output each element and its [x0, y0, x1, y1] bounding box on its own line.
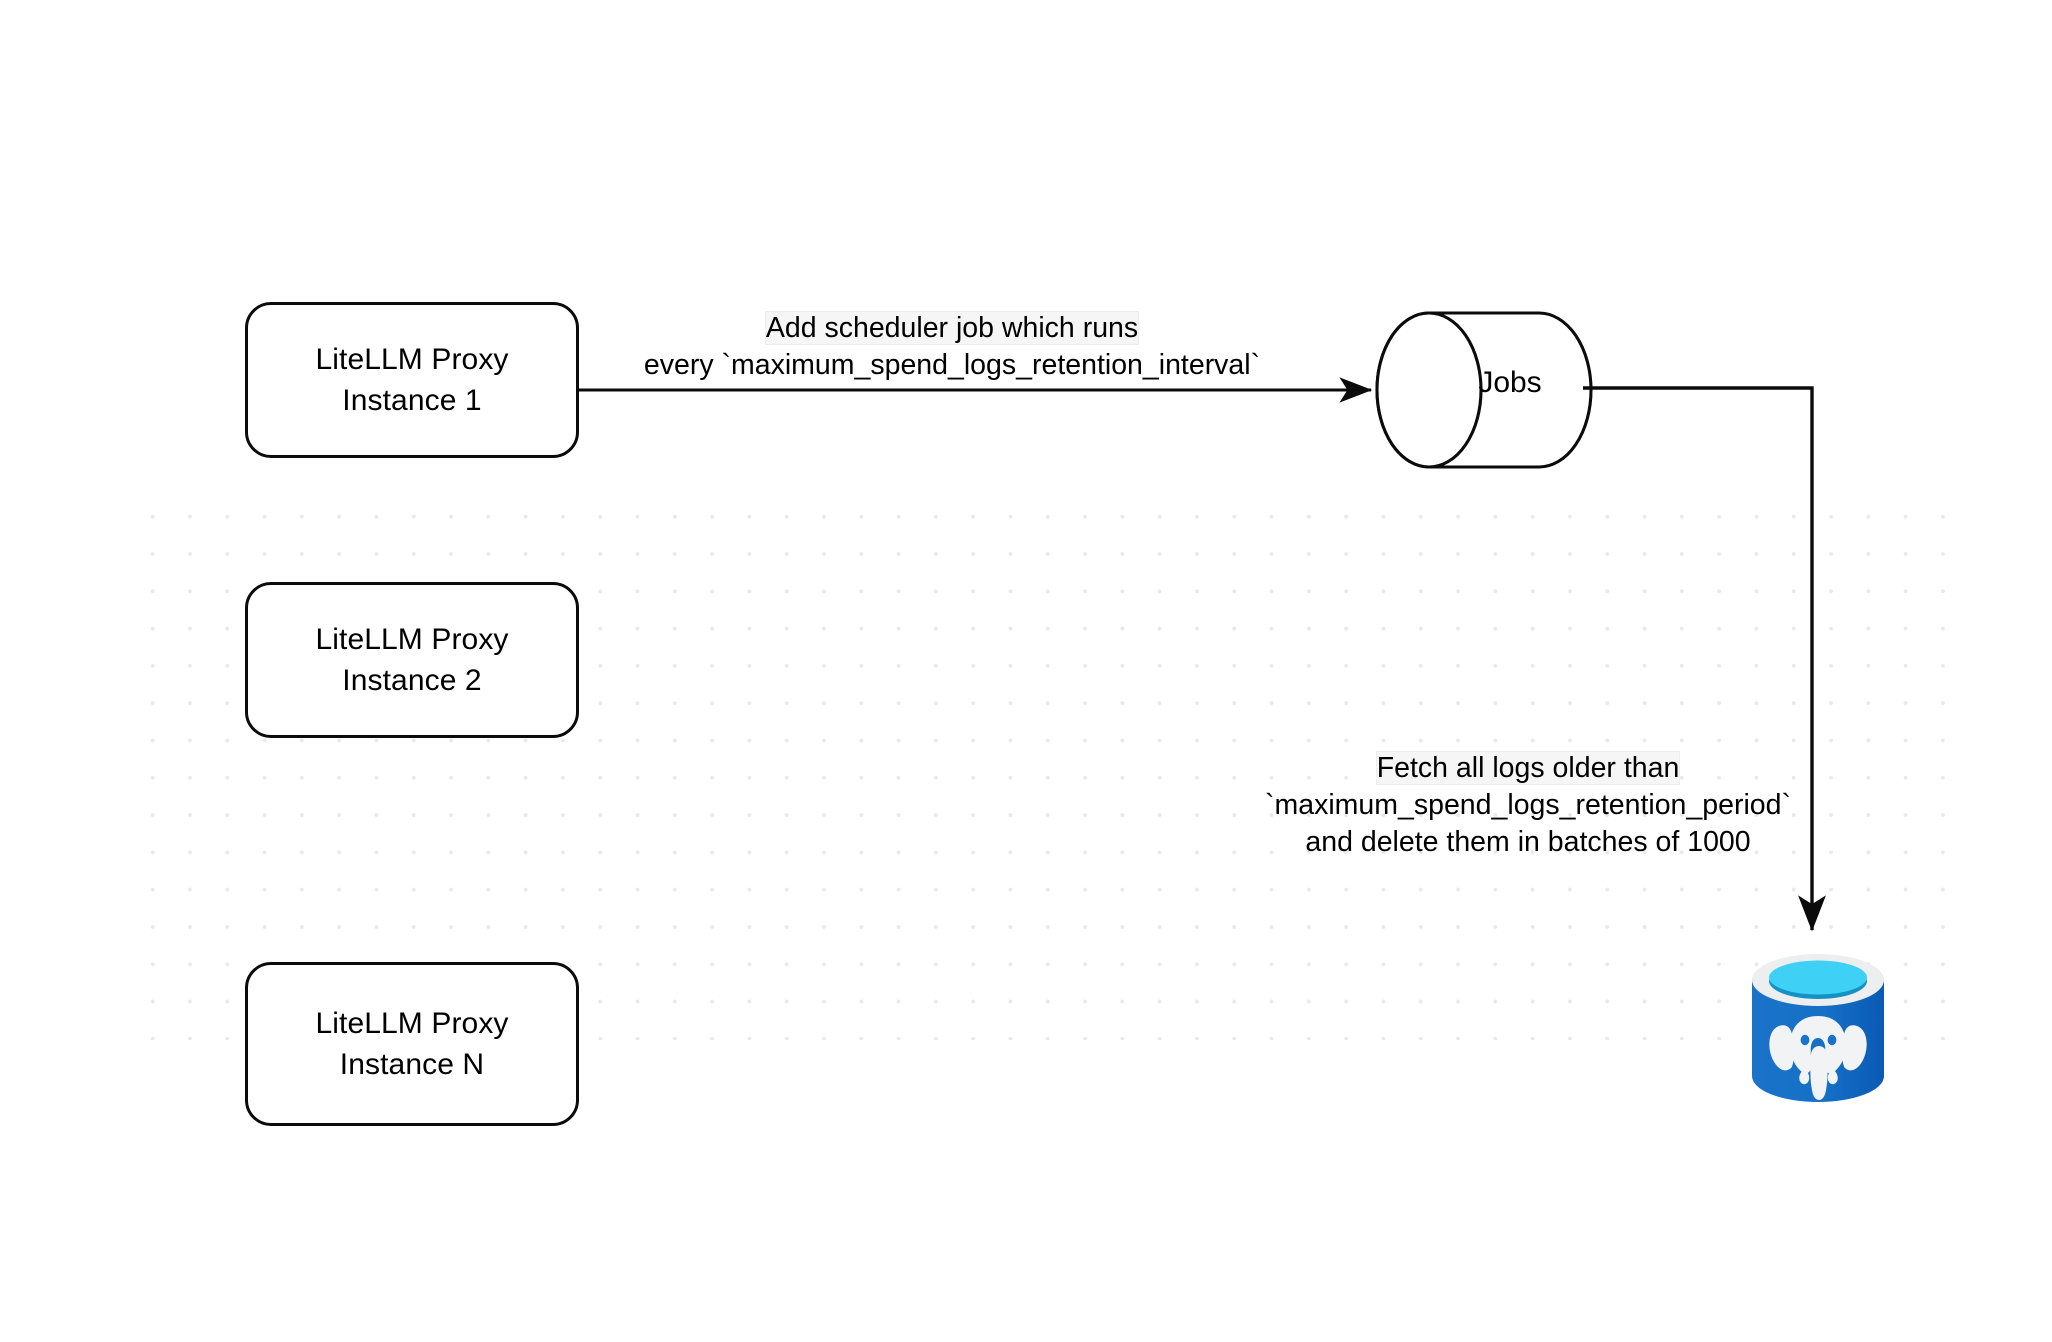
postgres-elephant-eyes — [1800, 1034, 1837, 1046]
node-litellm-proxy-instance-n[interactable]: LiteLLM Proxy Instance N — [245, 962, 579, 1126]
edge-label-scheduler: Add scheduler job which runs every `maxi… — [612, 310, 1292, 384]
postgres-elephant-icon — [1769, 1016, 1867, 1100]
edge-label-cleanup-line1: Fetch all logs older than — [1243, 750, 1813, 787]
edge-label-scheduler-line1: Add scheduler job which runs — [612, 310, 1292, 347]
node-label-line1: LiteLLM Proxy — [315, 342, 509, 376]
edge-label-cleanup-line3: and delete them in batches of 1000 — [1305, 825, 1751, 858]
edge-label-cleanup-line2: `maximum_spend_logs_retention_period` — [1265, 788, 1791, 821]
node-label-line2: Instance 2 — [342, 664, 482, 697]
node-label-line1: LiteLLM Proxy — [315, 1006, 509, 1040]
node-label-line2: Instance 1 — [342, 384, 482, 417]
postgresql-database-glyph — [1752, 954, 1884, 1102]
node-litellm-proxy-instance-2[interactable]: LiteLLM Proxy Instance 2 — [245, 582, 579, 738]
edge-label-text: Fetch all logs older than — [1376, 752, 1680, 784]
edge-label-scheduler-line2: every `maximum_spend_logs_retention_inte… — [643, 348, 1261, 381]
postgresql-database-icon[interactable] — [1748, 948, 1888, 1110]
jobs-cylinder-shape — [1375, 311, 1593, 469]
node-label-line1: LiteLLM Proxy — [315, 622, 509, 656]
node-label-line2: Instance N — [339, 1048, 485, 1081]
node-litellm-proxy-instance-1[interactable]: LiteLLM Proxy Instance 1 — [245, 302, 579, 458]
edge-label-cleanup: Fetch all logs older than `maximum_spend… — [1243, 750, 1813, 860]
edge-cleanup-connector — [1583, 386, 1826, 932]
node-jobs-label: Jobs — [1478, 366, 1542, 399]
edge-label-text: Add scheduler job which runs — [765, 312, 1139, 344]
